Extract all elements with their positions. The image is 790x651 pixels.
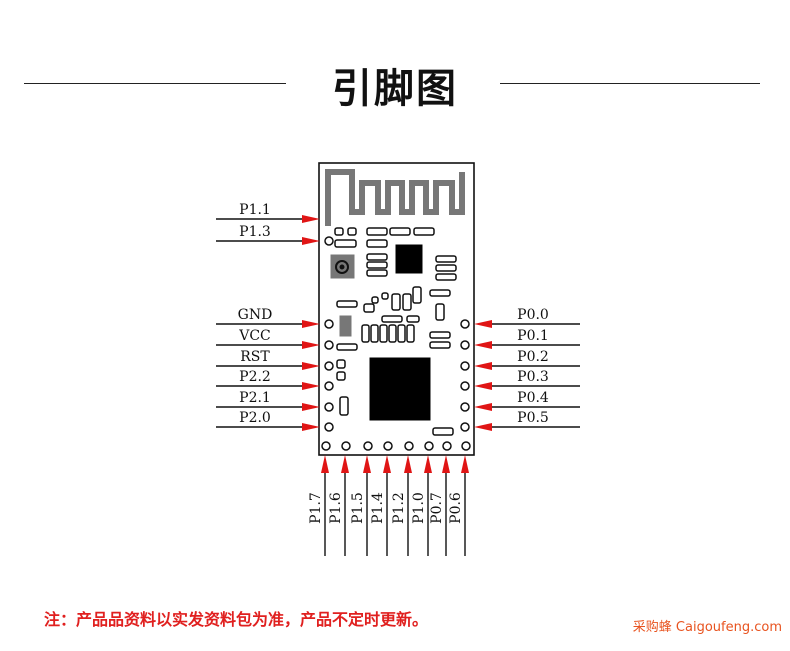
- pin-label: P0.2: [517, 349, 549, 365]
- title-rule-right: [500, 83, 760, 84]
- pad: [324, 319, 334, 329]
- pin-label: P1.6: [328, 492, 344, 524]
- footnote: 注：产品品资料以实发资料包为准，产品不定时更新。: [44, 610, 429, 629]
- pad: [460, 319, 470, 329]
- pin-label: P1.3: [239, 224, 271, 240]
- pin-label: P0.5: [517, 410, 549, 426]
- pad: [324, 361, 334, 371]
- pin-label: P2.2: [239, 369, 271, 385]
- pad: [321, 441, 331, 451]
- pin-p1-5: P1.5: [350, 455, 371, 556]
- pad: [460, 361, 470, 371]
- pad: [341, 441, 351, 451]
- pad: [324, 340, 334, 350]
- pin-label: P0.3: [517, 369, 549, 385]
- pin-label: P2.1: [239, 390, 271, 406]
- right-pads: [460, 319, 470, 432]
- pin-p0-4: P0.4: [474, 390, 580, 411]
- pin-p1-2: P1.2: [391, 455, 412, 556]
- pin-p0-6: P0.6: [448, 455, 469, 556]
- pin-vcc: VCC: [216, 328, 320, 349]
- pin-label: P0.0: [517, 307, 549, 323]
- pad: [383, 441, 393, 451]
- pad: [324, 402, 334, 412]
- pin-p1-7: P1.7: [308, 455, 329, 556]
- pin-p1-6: P1.6: [328, 455, 349, 556]
- pin-label: RST: [240, 349, 270, 365]
- pin-label: GND: [238, 307, 273, 323]
- bottom-pads: [321, 441, 471, 451]
- pin-p0-0: P0.0: [474, 307, 580, 328]
- pin-label: P1.4: [370, 492, 386, 524]
- pin-label: P0.7: [429, 492, 445, 524]
- pin-label: P1.0: [411, 492, 427, 524]
- pin-p0-7: P0.7: [429, 455, 450, 556]
- pin-p1-4: P1.4: [370, 455, 391, 556]
- right-pin-labels: P0.0P0.1P0.2P0.3P0.4P0.5: [474, 307, 580, 431]
- pad: [324, 381, 334, 391]
- pad: [460, 381, 470, 391]
- pin-p1-0: P1.0: [411, 455, 432, 556]
- pin-p2-0: P2.0: [216, 410, 320, 431]
- pin-label: P0.1: [517, 328, 549, 344]
- pin-label: P0.4: [517, 390, 549, 406]
- title-rule-left: [24, 83, 286, 84]
- watermark: 采购蜂 Caigoufeng.com: [632, 620, 782, 635]
- pin-label: VCC: [238, 328, 271, 344]
- pad: [324, 422, 334, 432]
- pad: [363, 441, 373, 451]
- page-title: 引脚图: [332, 66, 458, 112]
- module-board: [318, 162, 475, 456]
- pin-p2-2: P2.2: [216, 369, 320, 390]
- pin-p0-2: P0.2: [474, 349, 580, 370]
- pin-rst: RST: [216, 349, 320, 370]
- pad: [461, 441, 471, 451]
- pad: [460, 340, 470, 350]
- pin-p0-1: P0.1: [474, 328, 580, 349]
- pad: [424, 441, 434, 451]
- pin-p2-1: P2.1: [216, 390, 320, 411]
- pin-label: P2.0: [239, 410, 271, 426]
- antenna-trace: [325, 169, 465, 226]
- pin-label: P1.1: [239, 202, 271, 218]
- pin-p1-1: P1.1: [216, 202, 320, 223]
- pad: [460, 402, 470, 412]
- pin-label: P1.5: [350, 492, 366, 524]
- pad: [460, 422, 470, 432]
- pad: [442, 441, 452, 451]
- pad: [404, 441, 414, 451]
- pin-p1-3: P1.3: [216, 224, 320, 245]
- pin-label: P1.7: [308, 492, 324, 524]
- pin-label: P0.6: [448, 492, 464, 524]
- pin-gnd: GND: [216, 307, 320, 328]
- pin-p0-3: P0.3: [474, 369, 580, 390]
- pad: [324, 236, 334, 246]
- pin-p0-5: P0.5: [474, 410, 580, 431]
- pin-label: P1.2: [391, 492, 407, 524]
- left-pads: [324, 236, 334, 432]
